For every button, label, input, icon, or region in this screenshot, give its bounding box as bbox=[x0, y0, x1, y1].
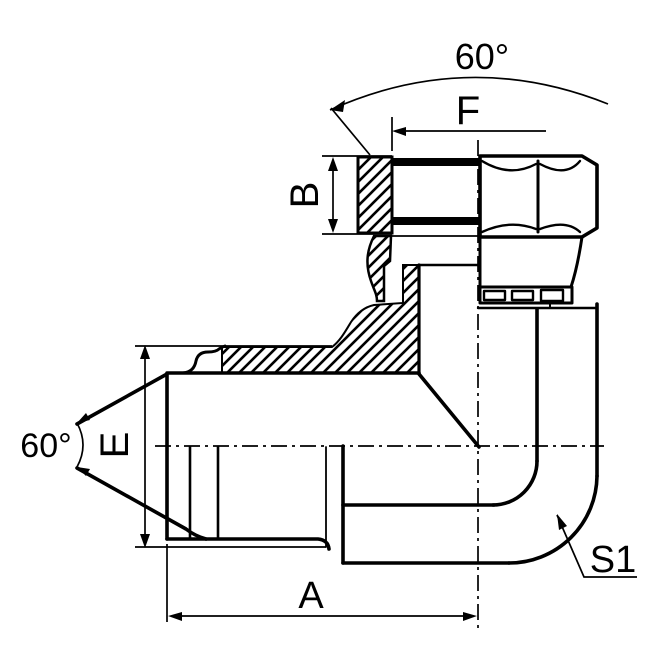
elbow-inner-arc bbox=[491, 459, 539, 507]
serration-notch-2 bbox=[510, 289, 535, 302]
nut-chamfer-arc-3 bbox=[480, 223, 538, 234]
sleeve-band-bottom bbox=[392, 217, 480, 225]
sleeve-wall-section bbox=[366, 234, 393, 303]
nut-skirt-right-curve bbox=[569, 235, 584, 289]
label-dim-f: F bbox=[456, 89, 480, 133]
nut-chamfer-arc-1 bbox=[480, 159, 538, 172]
label-seat-angle: 60° bbox=[455, 36, 509, 77]
arrowheads bbox=[77, 100, 567, 621]
dim-f-arrow-left bbox=[392, 127, 406, 136]
nut-chamfer-arc-4 bbox=[538, 223, 582, 234]
serration-notch-3 bbox=[539, 288, 565, 303]
cone-angle-arc bbox=[76, 422, 84, 468]
cone-angle-arrow-top bbox=[77, 413, 90, 423]
elbow-outer-arc bbox=[507, 474, 599, 565]
sleeve-band-top bbox=[392, 158, 480, 166]
section-hatch-regions bbox=[221, 155, 420, 374]
fitting-outline bbox=[75, 154, 599, 565]
nut-chamfer-arc-2 bbox=[538, 159, 582, 172]
seat-angle-flank bbox=[330, 107, 371, 156]
thread-runout-bump bbox=[165, 344, 227, 375]
dim-e-arrow-up bbox=[140, 345, 150, 359]
nut-wall-section bbox=[356, 155, 394, 235]
serration-notch-1 bbox=[482, 289, 507, 302]
label-dim-s1: S1 bbox=[590, 539, 636, 581]
body-miter-line bbox=[417, 372, 481, 449]
dimension-lines bbox=[76, 76, 637, 622]
dim-b-arrow-up bbox=[328, 157, 338, 171]
label-cone-angle: 60° bbox=[20, 427, 71, 465]
label-dim-a: A bbox=[298, 575, 324, 617]
s1-leader-arrow bbox=[557, 514, 567, 530]
seat-angle-arc bbox=[329, 76, 609, 111]
skirt-under-line bbox=[479, 302, 551, 309]
male-cone-lower bbox=[75, 466, 208, 541]
dim-b-arrow-down bbox=[328, 219, 338, 233]
label-dim-e: E bbox=[93, 432, 137, 459]
seat-angle-arc-arrow bbox=[330, 100, 345, 112]
dim-a-arrow-left bbox=[168, 612, 182, 621]
male-bottom-edge bbox=[165, 537, 331, 551]
label-dim-b: B bbox=[283, 182, 327, 209]
dim-a-arrow-right bbox=[463, 612, 477, 621]
dim-e-arrow-down bbox=[140, 534, 150, 548]
cone-angle-arrow-bottom bbox=[77, 467, 90, 476]
dimension-labels: 60° F B E 60° A S1 bbox=[20, 36, 636, 617]
body-shoulder-section bbox=[221, 264, 420, 374]
s1-leader-line bbox=[556, 514, 637, 578]
